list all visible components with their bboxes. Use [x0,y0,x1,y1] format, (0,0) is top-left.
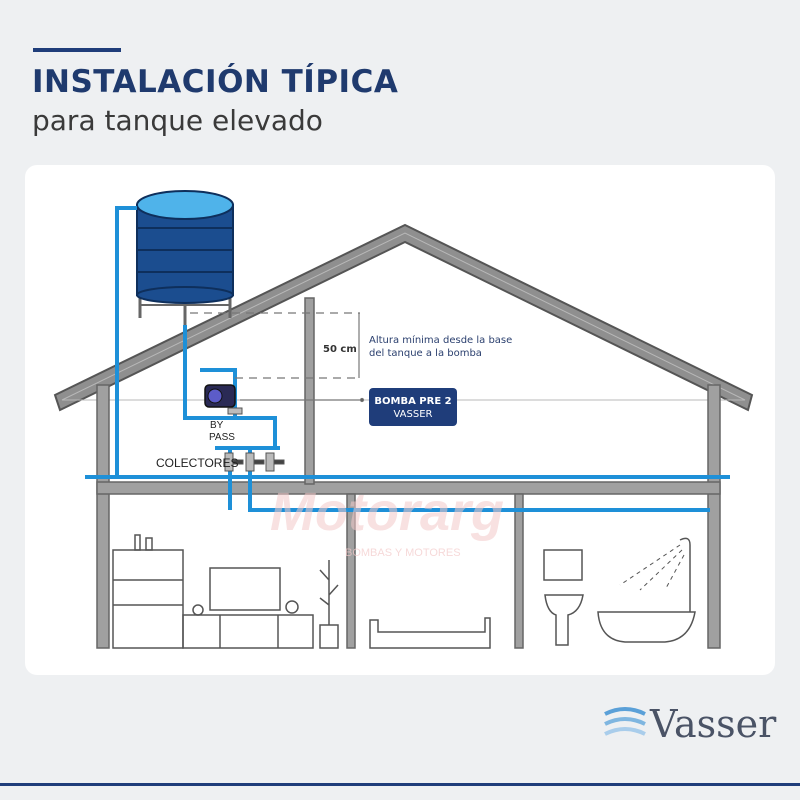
bathroom-furniture [543,537,696,646]
living-room-furniture [112,534,339,649]
bedroom-furniture [369,617,491,649]
collectors-icon [224,407,285,472]
page-title: INSTALACIÓN TÍPICA [32,64,399,100]
pump-label-box [369,388,457,426]
page-subtitle: para tanque elevado [32,104,323,137]
height-note-line1: Altura mínima desde la base [369,334,512,346]
header-accent-line [33,48,121,52]
waves-icon [604,707,646,736]
footer-accent-line [0,783,800,786]
brand-name: Vasser [650,702,777,746]
watermark: Motorarg [270,482,504,542]
bypass-label-line2: PASS [209,432,235,443]
pump-label-line1: BOMBA PRE 2 [374,396,451,407]
collectors-label: COLECTORES [156,456,238,470]
height-measure [190,312,365,403]
vasser-logo [600,700,780,750]
height-note-line2: del tanque a la bomba [369,348,482,359]
watermark-subtitle: BOMBAS Y MOTORES [345,547,461,559]
water-tank [136,190,234,325]
pump-label-line2: VASSER [393,409,432,420]
height-label: 50 cm [323,344,357,355]
house-walls [96,297,721,649]
bypass-label-line1: BY [210,420,224,431]
pump-icon [204,384,236,408]
